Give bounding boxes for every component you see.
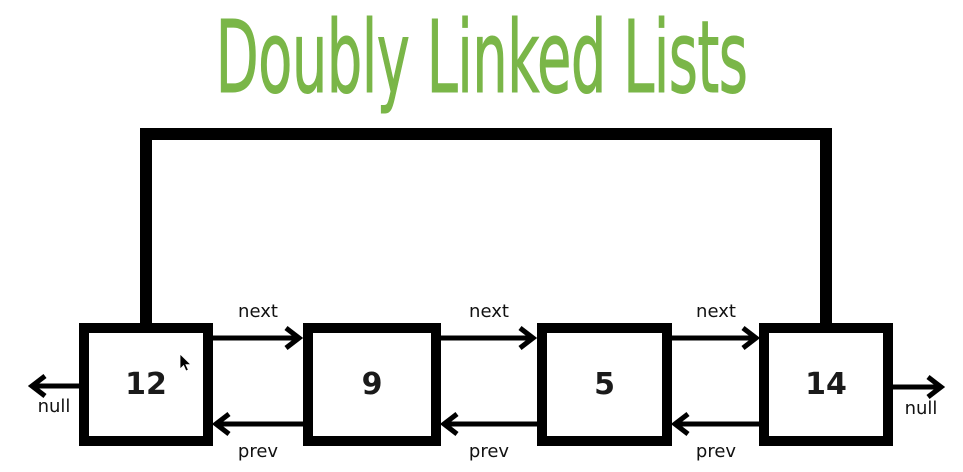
node-value: 12 (125, 367, 167, 402)
null-label-left: null (37, 396, 71, 417)
diagram-title: Doubly Linked Lists (215, 0, 748, 116)
prev-arrow-3-icon (672, 412, 760, 436)
head-tail-connector-right (820, 128, 832, 325)
next-label-2: next (469, 301, 509, 322)
node-box-5: 5 (537, 323, 672, 446)
next-arrow-3-icon (672, 326, 760, 350)
prev-arrow-2-icon (441, 412, 537, 436)
head-tail-connector-left (140, 128, 152, 325)
next-arrow-1-icon (213, 326, 303, 350)
node-box-12: 12 (79, 323, 213, 446)
null-label-right: null (904, 398, 938, 419)
node-box-9: 9 (303, 323, 441, 446)
prev-arrow-1-icon (213, 412, 303, 436)
prev-label-1: prev (237, 441, 279, 462)
head-tail-connector-top (140, 128, 832, 140)
next-label-1: next (238, 301, 278, 322)
next-arrow-2-icon (441, 326, 537, 350)
mouse-cursor-icon (179, 354, 192, 372)
node-value: 9 (361, 367, 383, 402)
null-arrow-right-icon (893, 375, 945, 399)
node-value: 14 (805, 367, 847, 402)
null-arrow-left-icon (28, 374, 79, 398)
next-label-3: next (696, 301, 736, 322)
node-box-14: 14 (759, 323, 893, 446)
node-value: 5 (594, 367, 615, 402)
prev-label-3: prev (695, 441, 737, 462)
prev-label-2: prev (468, 441, 510, 462)
